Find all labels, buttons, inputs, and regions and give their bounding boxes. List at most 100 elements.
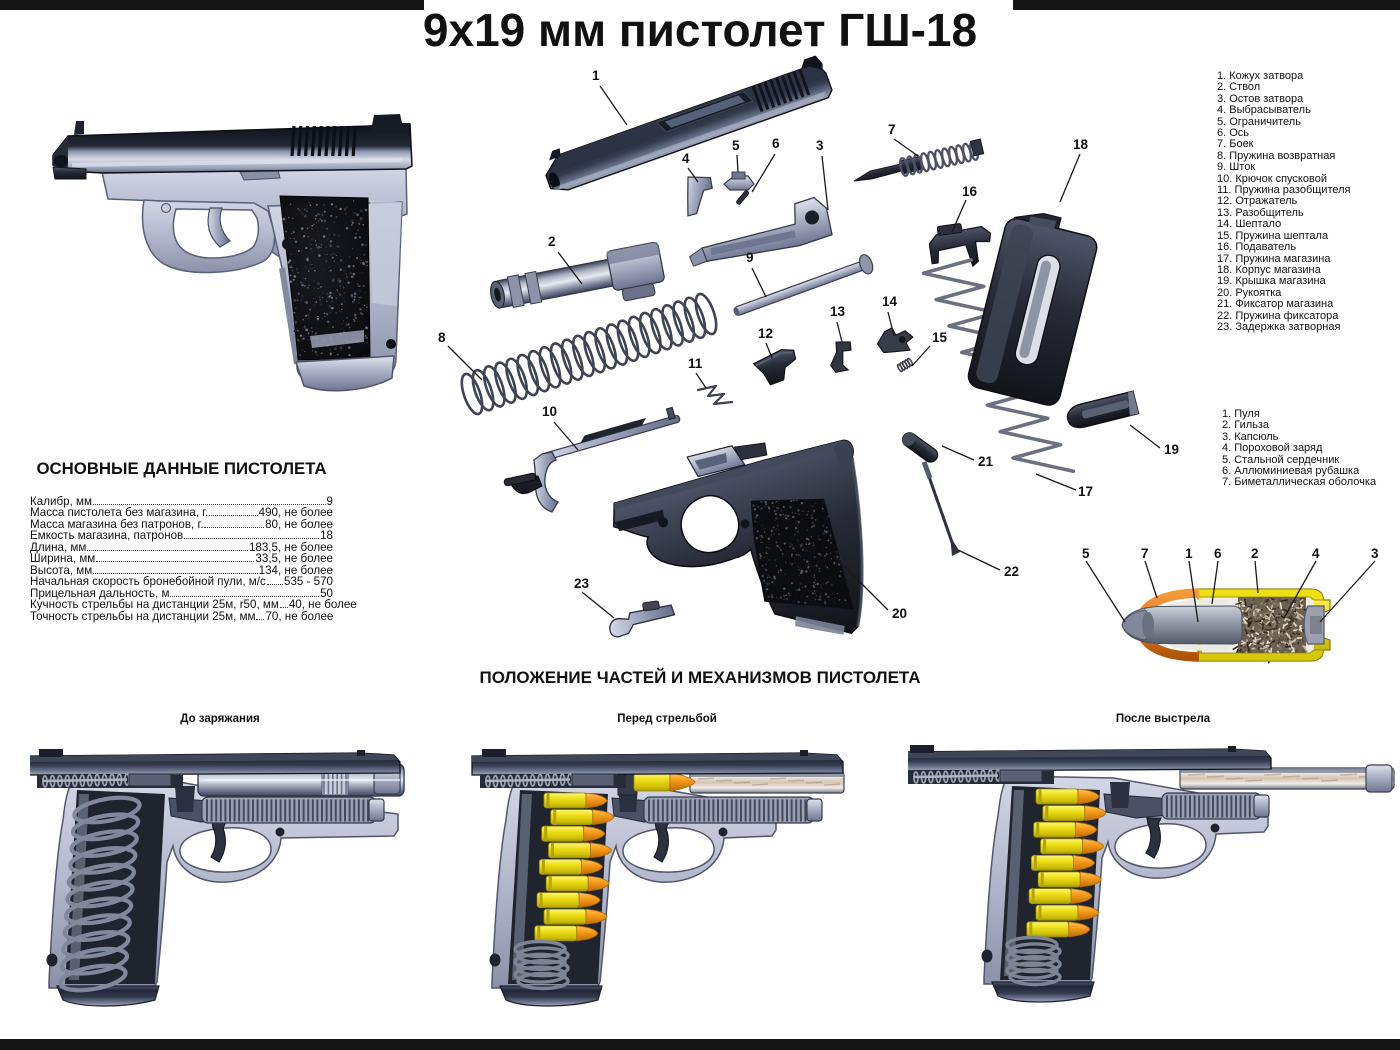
exploded-part-guide-rod — [733, 254, 874, 316]
cartridge-callout: 1 — [1185, 546, 1193, 561]
parts-list-item: 14. Шептало — [1217, 218, 1282, 231]
exploded-callout-19: 19 — [1164, 442, 1179, 457]
photo-slide — [52, 114, 413, 180]
cutaway-loaded — [471, 749, 845, 1007]
parts-list-item: 16. Подаватель — [1217, 241, 1297, 254]
spec-label: Масса пистолета без магазина, г. — [30, 506, 209, 520]
top-left-bar — [0, 0, 424, 10]
spec-dots — [184, 538, 320, 540]
specs-heading: ОСНОВНЫЕ ДАННЫЕ ПИСТОЛЕТА — [36, 459, 327, 478]
spec-row: Точность стрельбы на дистанции 25м, мм 7… — [30, 609, 334, 623]
exploded-part-extractor — [687, 176, 713, 217]
exploded-callout-14: 14 — [882, 294, 898, 309]
cutaway-empty — [30, 749, 405, 1007]
exploded-callout-9: 9 — [746, 250, 754, 265]
exploded-part-slide — [545, 55, 833, 191]
cutaway-caption-2: Перед стрельбой — [617, 713, 717, 725]
spec-value: 50 — [320, 586, 333, 600]
exploded-callout-11: 11 — [688, 356, 703, 371]
spec-label: Точность стрельбы на дистанции 25м, мм — [30, 609, 256, 623]
exploded-part-disc-spring — [696, 384, 734, 406]
spec-label: Калибр, мм — [30, 495, 92, 508]
cartridge-list-item: 7. Биметаллическая оболочка — [1222, 476, 1377, 489]
spec-dots — [96, 561, 255, 563]
exploded-callout-12: 12 — [758, 326, 773, 341]
spec-value: 535 - 570 — [284, 575, 333, 589]
exploded-part-striker — [853, 138, 985, 182]
exploded-callout-17: 17 — [1078, 484, 1093, 499]
cartridge-list-item: 5. Стальной сердечник — [1222, 453, 1340, 466]
parts-list-item: 17. Пружина магазина — [1217, 252, 1331, 265]
exploded-part-limiter — [723, 171, 755, 191]
exploded-part-magazine — [967, 213, 1098, 406]
exploded-callout-18: 18 — [1073, 137, 1089, 152]
spec-dots — [204, 526, 265, 528]
cutaway-caption-3: После выстрела — [1115, 713, 1211, 725]
spec-label: Прицельная дальность, м — [30, 586, 170, 600]
cartridge-list-item: 6. Аллюминиевая рубашка — [1222, 465, 1360, 478]
spec-dots — [170, 595, 320, 597]
bottom-bar — [0, 1039, 1400, 1050]
parts-list-item: 22. Пружина фиксатора — [1217, 309, 1339, 322]
cutaway-slide — [471, 749, 844, 788]
exploded-part-barrel — [490, 241, 665, 309]
exploded-callout-23: 23 — [574, 576, 590, 591]
spec-value: 134, не более — [258, 563, 333, 577]
spec-row: Масса пистолета без магазина, г. 490, не… — [30, 506, 333, 520]
photo-frame — [101, 167, 408, 392]
spec-label: Начальная скорость бронебойной пули, м/с — [30, 575, 266, 589]
parts-list-item: 11. Пружина разобщителя — [1217, 184, 1351, 197]
spec-dots — [279, 607, 288, 609]
spec-dots — [87, 549, 248, 551]
exploded-callout-13: 13 — [830, 304, 846, 319]
exploded-callout-4: 4 — [682, 151, 690, 166]
exploded-part-frame — [613, 439, 864, 635]
parts-list-item: 21. Фиксатор магазина — [1217, 298, 1334, 311]
cartridge-callout: 2 — [1251, 546, 1259, 561]
parts-list-item: 9. Шток — [1217, 161, 1256, 174]
spec-dots — [93, 572, 258, 574]
pistol-photo — [52, 114, 413, 392]
exploded-part-disconnector — [830, 341, 852, 373]
cartridge-list-item: 3. Капсюль — [1222, 430, 1279, 443]
exploded-callout-22: 22 — [1004, 564, 1019, 579]
parts-list-item: 19. Крышка магазина — [1217, 275, 1326, 288]
parts-list-item: 5. Ограничитель — [1217, 115, 1301, 128]
exploded-callout-20: 20 — [892, 606, 907, 621]
parts-list-item: 6. Ось — [1217, 127, 1250, 140]
spec-row: Ширина, мм 33,5, не более — [30, 553, 333, 565]
spec-row: Калибр, мм 9 — [30, 495, 333, 508]
parts-list-item: 7. Боек — [1217, 138, 1254, 151]
spec-dots — [209, 515, 258, 517]
cutaway-mag-content — [1005, 788, 1107, 987]
cutaway-recoil-spring — [643, 796, 823, 824]
cutaway-chambered-round — [633, 772, 696, 792]
exploded-part-mag-lock — [901, 432, 939, 463]
cutaway-mag-content — [513, 792, 615, 991]
parts-list-item: 1. Кожух затвора — [1217, 70, 1304, 82]
exploded-callout-16: 16 — [962, 184, 978, 199]
cutaway-slide — [908, 745, 1272, 784]
poster-title: 9х19 мм пистолет ГШ-18 — [422, 4, 978, 56]
spec-value: 9 — [326, 495, 333, 508]
spec-row: Масса магазина без патронов, г. 80, не б… — [30, 518, 333, 530]
spec-label: Кучность стрельбы на дистанции 25м, r50,… — [30, 598, 279, 612]
spec-value: 70, не более — [265, 609, 334, 623]
spec-value: 40, не более — [288, 598, 357, 612]
exploded-callout-21: 21 — [978, 454, 994, 469]
parts-list-item: 23. Задержка затворная — [1217, 320, 1341, 333]
exploded-callout-8: 8 — [438, 330, 446, 345]
spec-row: Начальная скорость бронебойной пули, м/с… — [30, 575, 333, 589]
exploded-part-breech — [688, 196, 833, 267]
spec-value: 183,5, не более — [248, 540, 333, 554]
parts-list-item: 12. Отражатель — [1217, 195, 1298, 208]
parts-list-item: 3. Остов затвора — [1217, 92, 1304, 105]
exploded-part-axis — [736, 190, 750, 205]
exploded-callout-7: 7 — [888, 122, 896, 137]
cutaway-slide — [30, 749, 401, 788]
exploded-callout-15: 15 — [932, 330, 948, 345]
exploded-part-lock-spring — [921, 461, 960, 556]
